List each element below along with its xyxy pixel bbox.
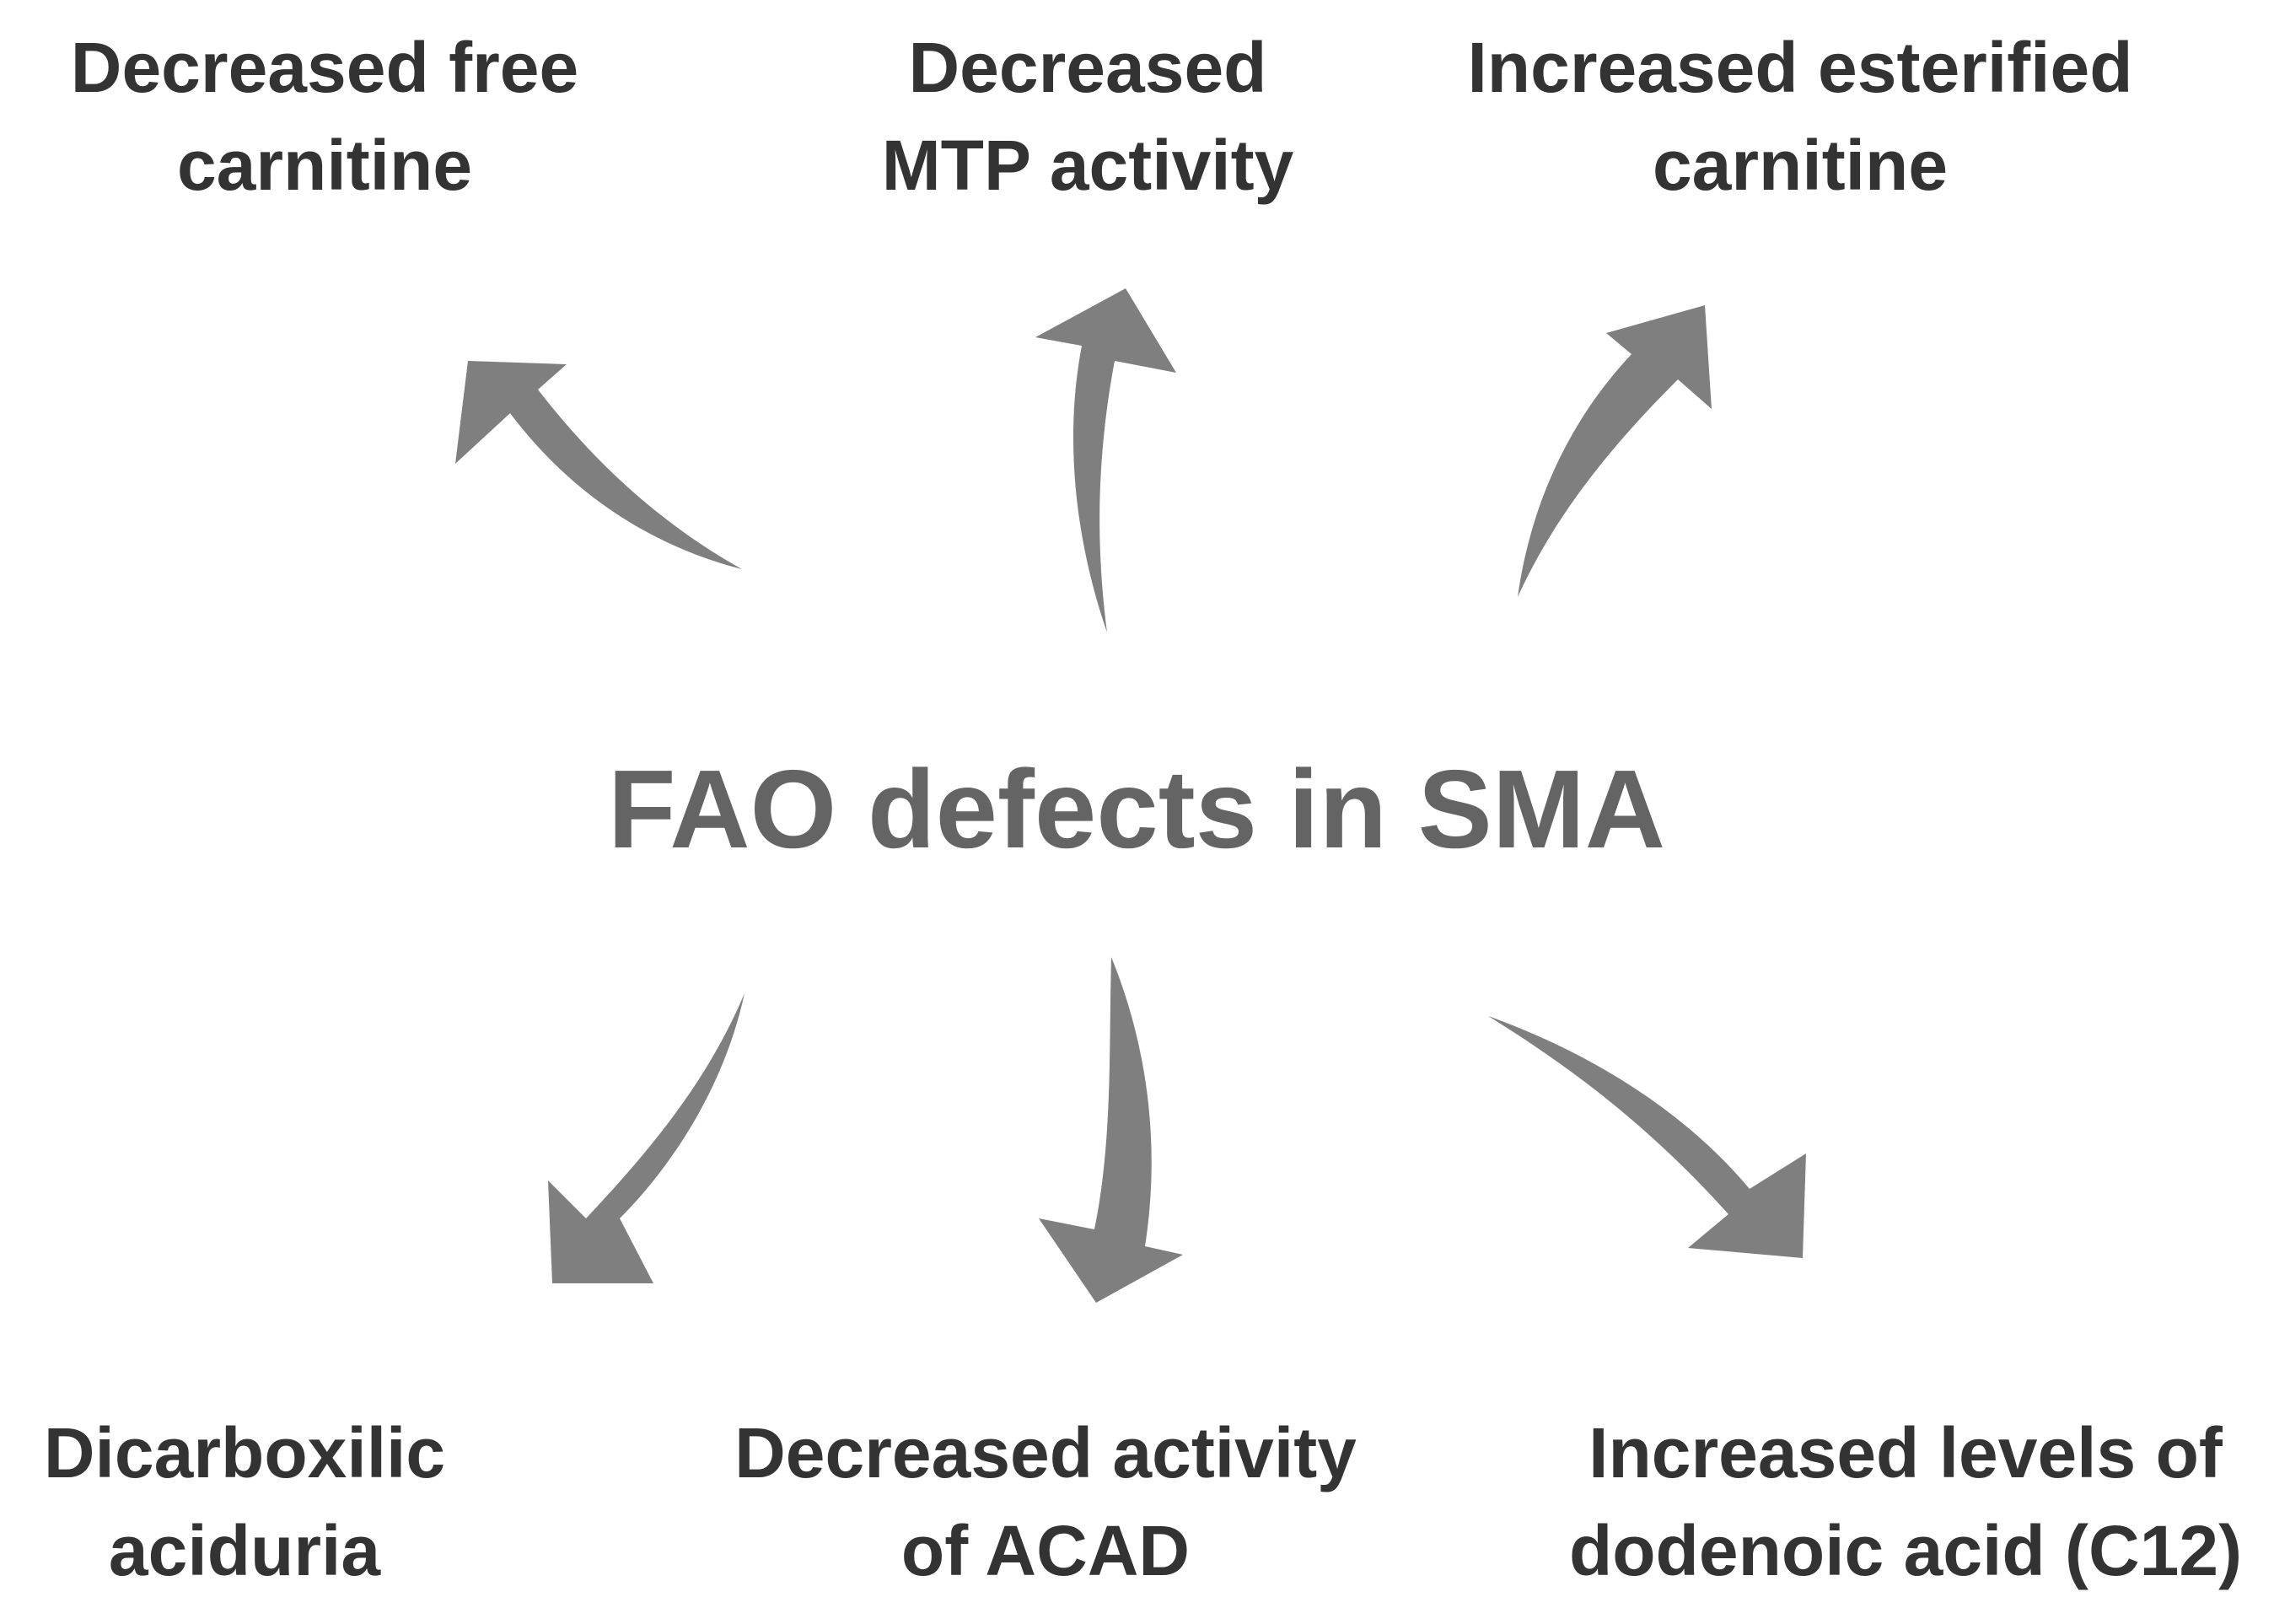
- arrow-to-decreased-mtp-activity: [1035, 288, 1176, 632]
- label-line: of ACAD: [900, 1511, 1191, 1590]
- label-decreased-mtp-activity: Decreased MTP activity: [809, 19, 1366, 214]
- arrow-to-increased-levels-of-dodenoic-acid: [1488, 1016, 1806, 1258]
- arrow-to-increased-esterified-carnitine: [1518, 305, 1712, 597]
- label-line: Increased esterified: [1467, 28, 2133, 107]
- label-line: MTP activity: [881, 126, 1294, 205]
- arrow-to-dicarboxilic-aciduria: [548, 993, 745, 1283]
- label-line: carnitine: [176, 126, 473, 205]
- label-line: aciduria: [108, 1511, 381, 1590]
- label-line: Decreased free: [70, 28, 579, 107]
- label-increased-levels-of-dodenoic-acid: Increased levels of dodenoic acid (C12): [1535, 1404, 2277, 1600]
- label-decreased-free-carnitine: Decreased free carnitine: [34, 19, 616, 214]
- arrow-to-decreased-free-carnitine: [455, 361, 742, 569]
- label-line: dodenoic acid (C12): [1568, 1511, 2243, 1590]
- label-line: Decreased activity: [734, 1413, 1357, 1492]
- arrow-to-decreased-activity-of-acad: [1039, 957, 1183, 1303]
- label-line: carnitine: [1652, 126, 1949, 205]
- label-line: Increased levels of: [1588, 1413, 2223, 1492]
- label-line: Dicarboxilic: [43, 1413, 446, 1492]
- label-decreased-activity-of-acad: Decreased activity of ACAD: [691, 1404, 1400, 1600]
- central-title: FAO defects in SMA: [0, 742, 2290, 877]
- central-title-text: FAO defects in SMA: [607, 747, 1666, 871]
- label-dicarboxilic-aciduria: Dicarboxilic aciduria: [0, 1404, 489, 1600]
- label-line: Decreased: [908, 28, 1267, 107]
- label-increased-esterified-carnitine: Increased esterified carnitine: [1416, 19, 2184, 214]
